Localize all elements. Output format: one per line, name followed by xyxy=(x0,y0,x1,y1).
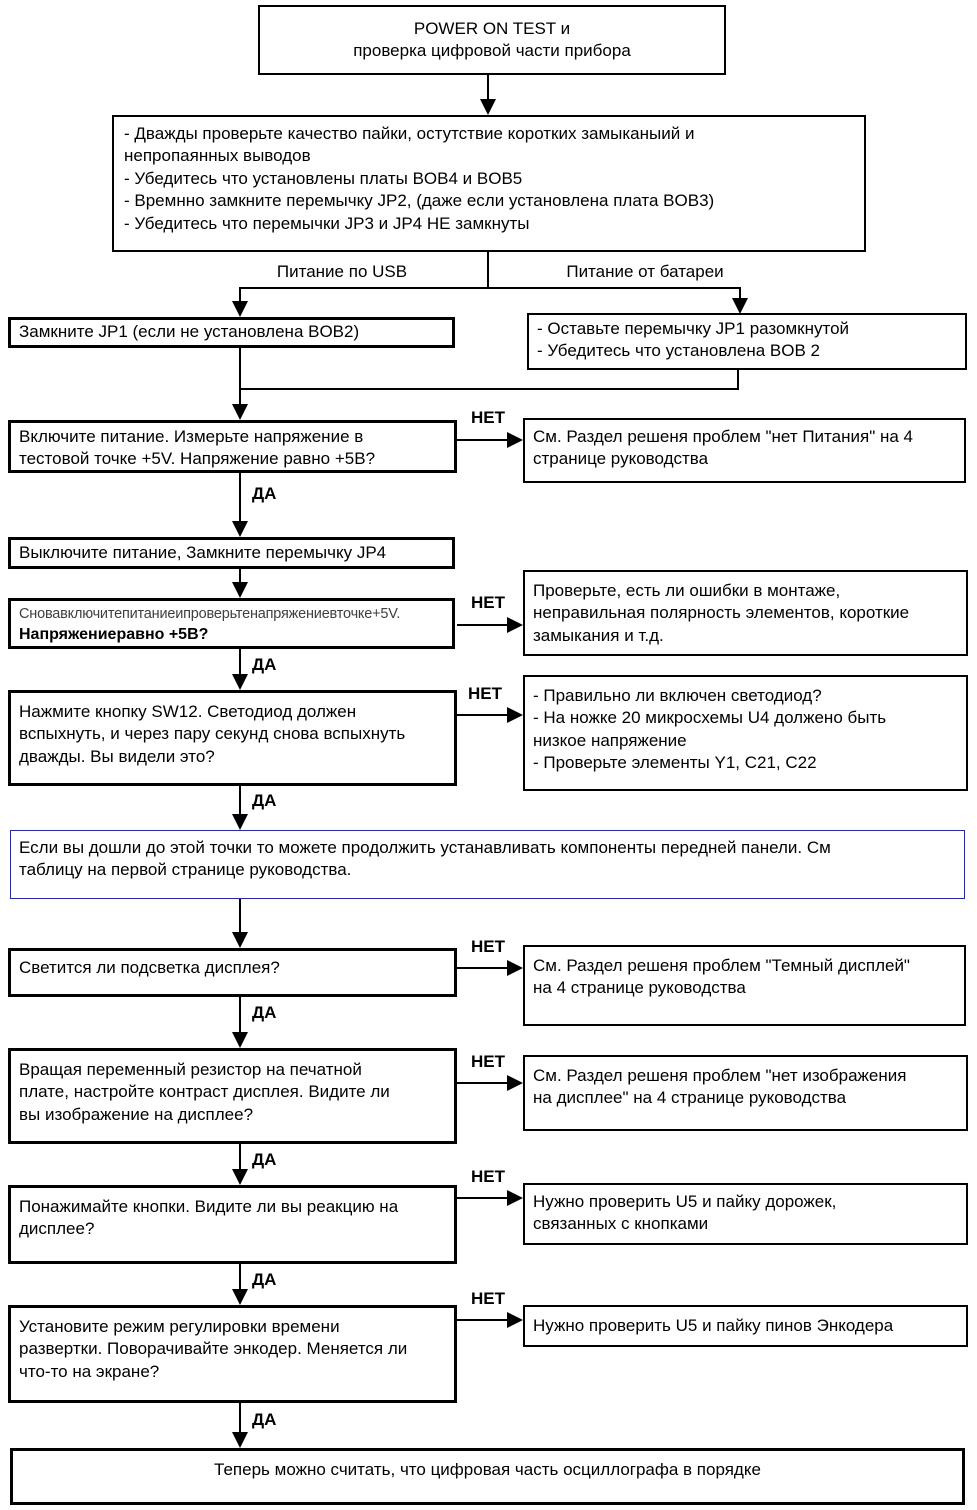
connector-line xyxy=(239,569,241,582)
yes-label: ДА xyxy=(252,1150,277,1169)
yes-label: ДА xyxy=(252,791,277,810)
node-battery-action: - Оставьте перемычку JP1 разомкнутой - У… xyxy=(527,313,967,370)
connector-line xyxy=(239,287,241,301)
arrow-right-icon xyxy=(507,1190,523,1206)
yes-label: ДА xyxy=(252,484,277,503)
connector-line xyxy=(457,967,509,969)
connector-line xyxy=(457,624,509,626)
connector-line xyxy=(239,473,241,521)
node-fix-power: См. Раздел решеня проблем "нет Питания" … xyxy=(523,418,966,483)
arrow-down-icon xyxy=(480,99,496,115)
connector-line xyxy=(239,388,739,390)
connector-line xyxy=(239,786,241,814)
node-q-buttons: Понажимайте кнопки. Видите ли вы реакцию… xyxy=(8,1185,457,1264)
no-label: НЕТ xyxy=(471,1289,505,1308)
connector-line xyxy=(239,997,241,1032)
node-fix-led: - Правильно ли включен светодиод? - На н… xyxy=(523,675,968,791)
connector-line xyxy=(239,287,741,289)
arrow-down-icon xyxy=(232,521,248,537)
node-title: POWER ON TEST и проверка цифровой части … xyxy=(258,5,726,75)
node-q-again5v: Сновавключитепитаниеипроверьтенапряжение… xyxy=(8,598,455,649)
node-fix-encoder: Нужно проверить U5 и пайку пинов Энкодер… xyxy=(523,1305,968,1347)
no-label: НЕТ xyxy=(471,593,505,612)
connector-line xyxy=(487,252,489,289)
node-fix-montage: Проверьте, есть ли ошибки в монтаже, неп… xyxy=(523,570,968,656)
node-jp4-action: Выключите питание, Замкните перемычку JP… xyxy=(8,537,455,569)
node-q-encoder: Установите режим регулировки времени раз… xyxy=(8,1305,457,1403)
arrow-down-icon xyxy=(232,1032,248,1048)
connector-line xyxy=(737,370,739,390)
connector-line xyxy=(457,439,509,441)
yes-label: ДА xyxy=(252,1410,277,1429)
arrow-down-icon xyxy=(732,298,748,314)
node-q-contrast: Вращая переменный резистор на печатной п… xyxy=(8,1048,457,1144)
node-checkpoint-info: Если вы дошли до этой точки то можете пр… xyxy=(10,830,965,899)
connector-line xyxy=(239,1144,241,1169)
connector-line xyxy=(239,1264,241,1289)
node-fix-buttons: Нужно проверить U5 и пайку дорожек, связ… xyxy=(523,1183,968,1245)
arrow-down-icon xyxy=(232,814,248,830)
arrow-down-icon xyxy=(232,404,248,420)
connector-line xyxy=(457,1319,509,1321)
arrow-down-icon xyxy=(232,301,248,317)
branch-label-usb: Питание по USB xyxy=(276,262,408,281)
connector-line xyxy=(239,348,241,404)
branch-label-battery: Питание от батареи xyxy=(566,262,724,281)
node-precheck: - Дважды проверьте качество пайки, остут… xyxy=(112,115,866,252)
arrow-down-icon xyxy=(232,932,248,948)
no-label: НЕТ xyxy=(471,1167,505,1186)
node-q-led: Нажмите кнопку SW12. Светодиод должен вс… xyxy=(8,690,457,786)
connector-line xyxy=(457,1082,509,1084)
no-label: НЕТ xyxy=(471,1052,505,1071)
connector-line xyxy=(239,899,241,932)
node-usb-action: Замкните JP1 (если не установлена BOB2) xyxy=(8,317,455,348)
no-label: НЕТ xyxy=(471,937,505,956)
yes-label: ДА xyxy=(252,655,277,674)
arrow-down-icon xyxy=(232,1169,248,1185)
q-again5v-line2: Напряжениеравно +5В? xyxy=(19,626,209,644)
connector-line xyxy=(239,649,241,674)
q-again5v-line1: Сновавключитепитаниеипроверьтенапряжение… xyxy=(19,606,401,622)
connector-line xyxy=(457,1197,509,1199)
arrow-right-icon xyxy=(507,960,523,976)
node-fix-contrast: См. Раздел решеня проблем "нет изображен… xyxy=(523,1055,968,1131)
connector-line xyxy=(457,714,509,716)
arrow-down-icon xyxy=(232,582,248,598)
arrow-right-icon xyxy=(507,707,523,723)
connector-line xyxy=(239,1403,241,1432)
arrow-right-icon xyxy=(507,617,523,633)
no-label: НЕТ xyxy=(468,684,502,703)
arrow-down-icon xyxy=(232,1289,248,1305)
no-label: НЕТ xyxy=(471,408,505,427)
yes-label: ДА xyxy=(252,1270,277,1289)
yes-label: ДА xyxy=(252,1003,277,1022)
arrow-right-icon xyxy=(507,432,523,448)
arrow-down-icon xyxy=(232,1432,248,1448)
node-fix-backlight: См. Раздел решеня проблем "Темный диспле… xyxy=(523,945,966,1026)
arrow-right-icon xyxy=(507,1312,523,1328)
arrow-down-icon xyxy=(232,674,248,690)
node-q-backlight: Светится ли подсветка дисплея? xyxy=(8,948,457,997)
connector-line xyxy=(739,287,741,298)
arrow-right-icon xyxy=(507,1075,523,1091)
node-final: Теперь можно считать, что цифровая часть… xyxy=(10,1448,965,1505)
node-q-power: Включите питание. Измерьте напряжение в … xyxy=(8,420,457,473)
connector-line xyxy=(487,75,489,101)
